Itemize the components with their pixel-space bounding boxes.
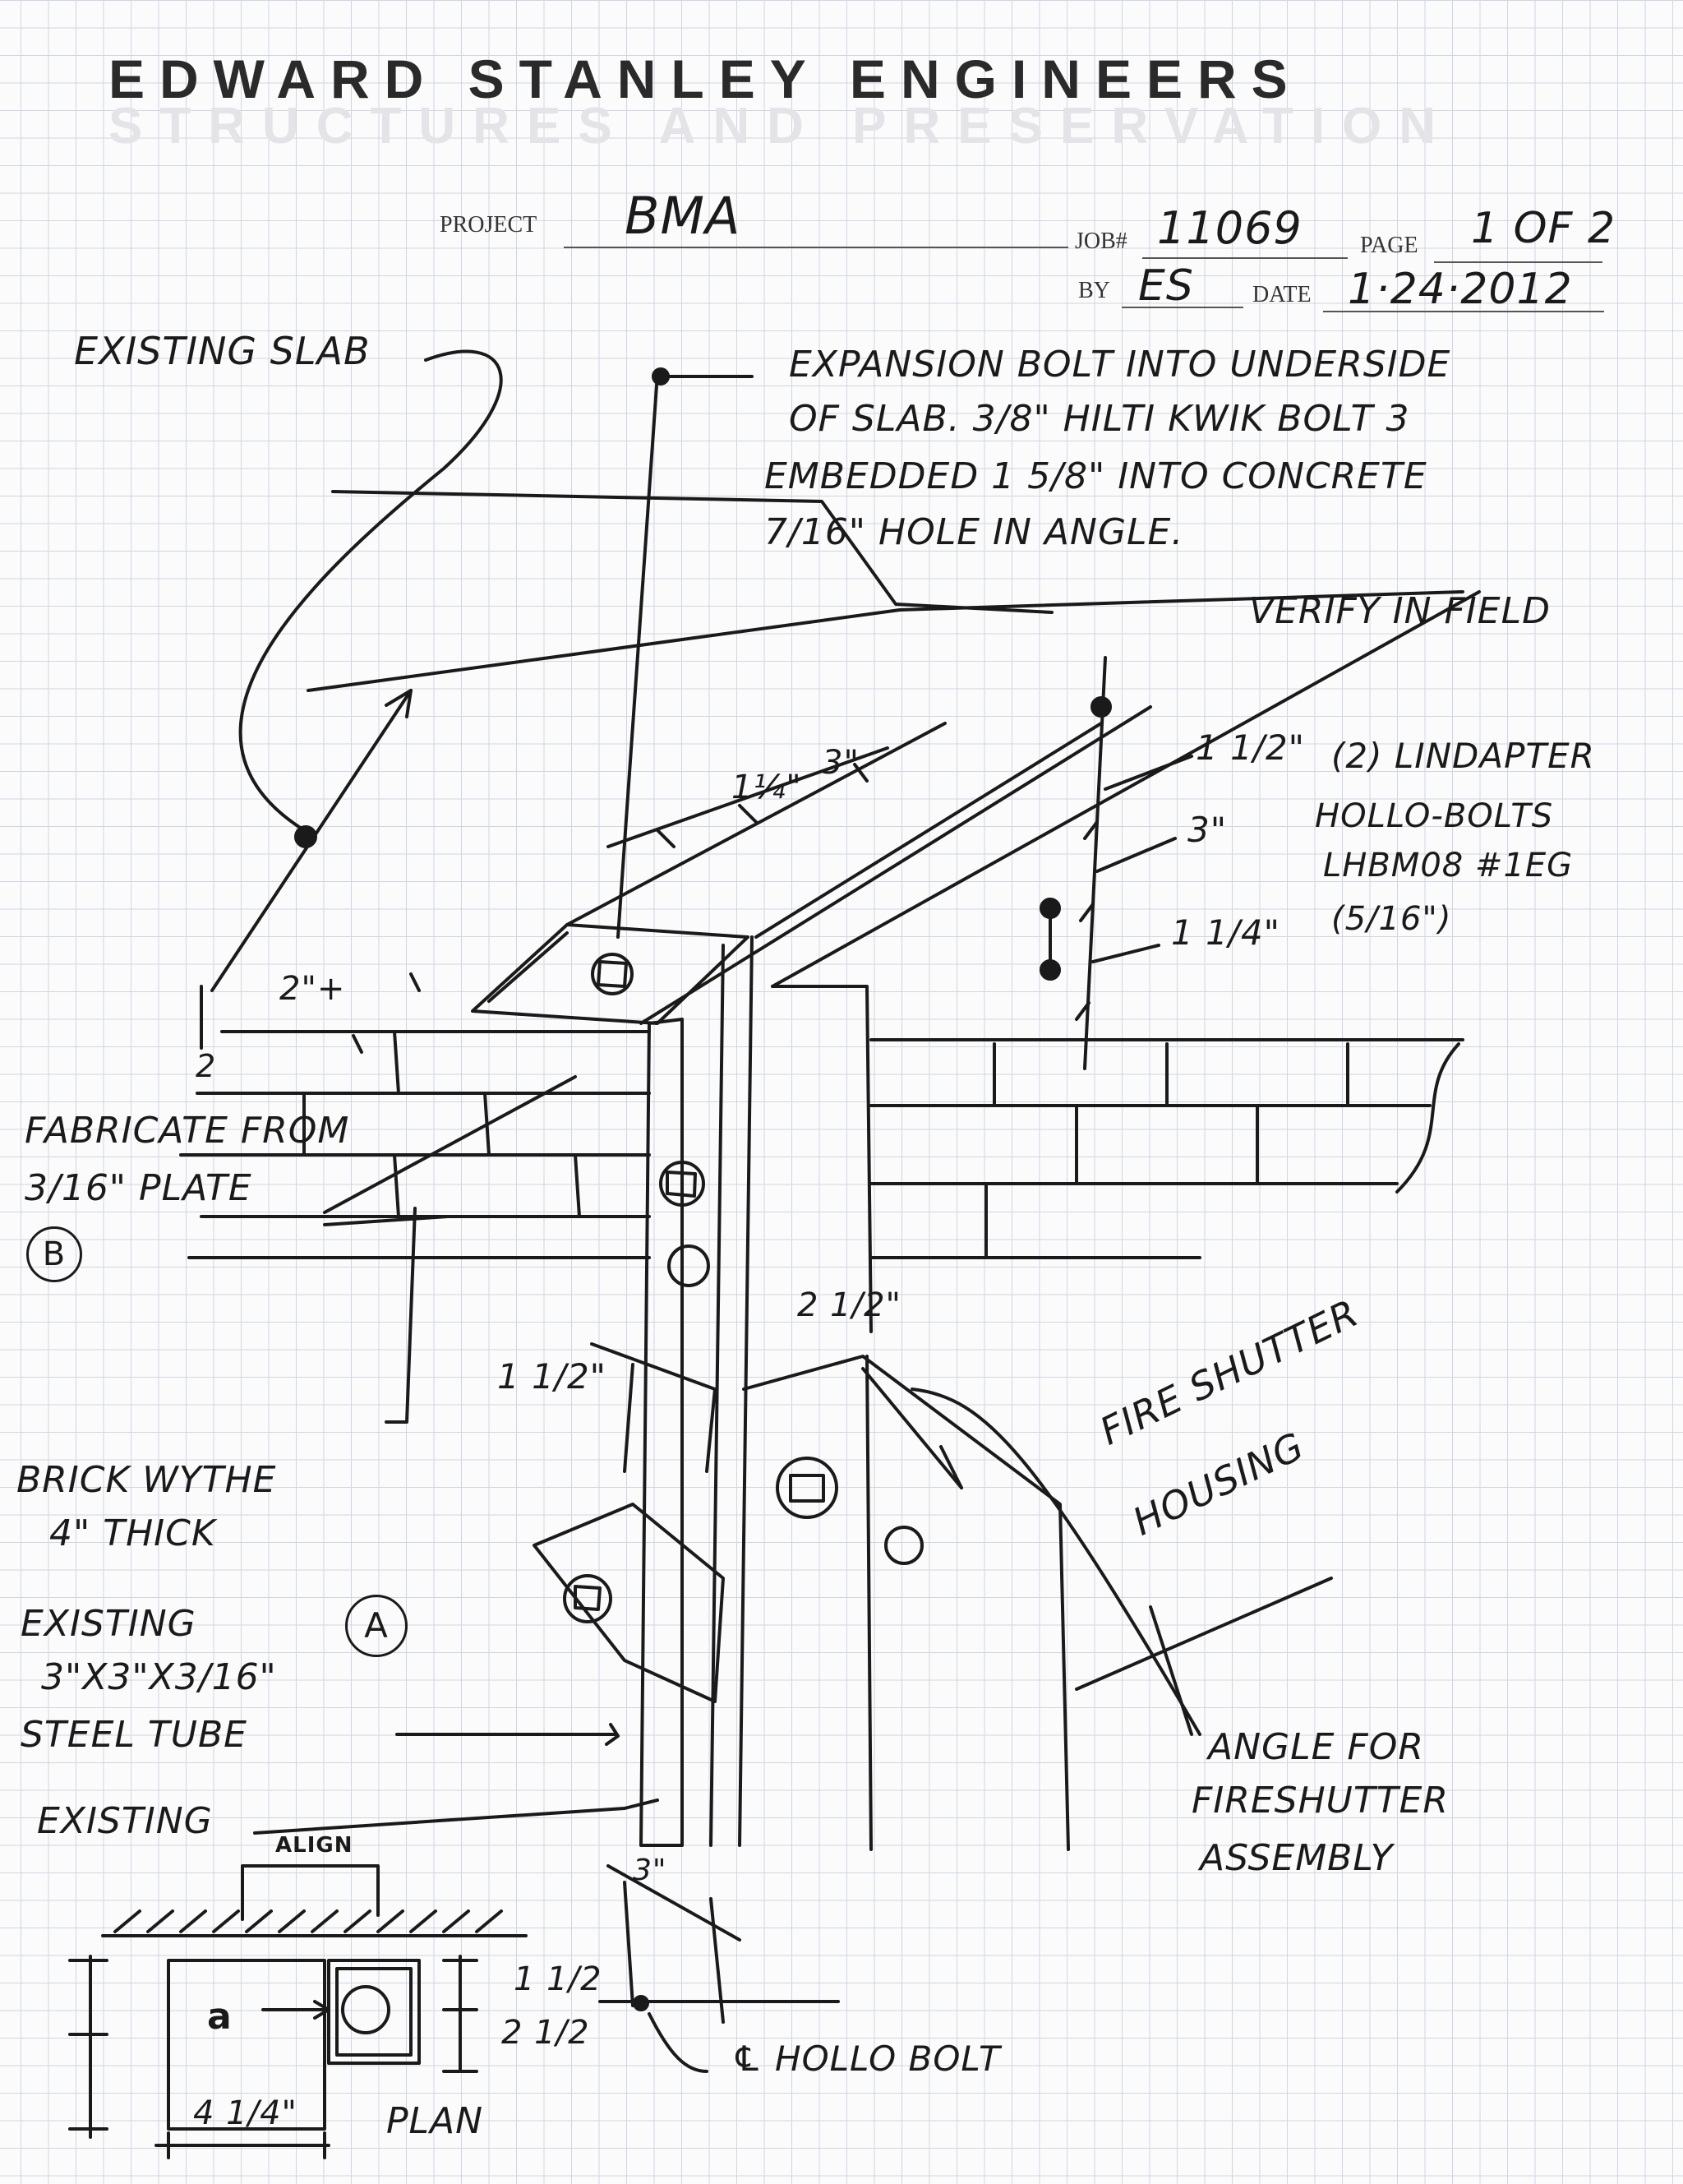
note-existing-slab: EXISTING SLAB (74, 329, 371, 373)
note-expansion-bolt-4: 7/16" HOLE IN ANGLE. (764, 511, 1184, 553)
page-value: 1 OF 2 (1471, 204, 1616, 253)
plan-member-a: a (207, 1996, 233, 2038)
fire-shutter-housing (742, 1355, 1070, 1851)
by-underline (1122, 307, 1243, 308)
slab-line-underside (307, 590, 1464, 692)
dim-plan-2-1-2: 2 1/2 (501, 2014, 590, 2052)
dim-2-1-2: 2 1/2" (797, 1286, 901, 1324)
note-lindapter-4: (5/16") (1331, 900, 1452, 938)
bolt-centerline (616, 372, 659, 939)
plan-view (68, 1864, 840, 2159)
note-expansion-bolt-3: EMBEDDED 1 5/8" INTO CONCRETE (764, 455, 1427, 497)
date-value: 1·24·2012 (1348, 265, 1573, 314)
note-expansion-bolt-2: OF SLAB. 3/8" HILTI KWIK BOLT 3 (789, 398, 1410, 440)
tag-a: A (345, 1595, 408, 1657)
note-existing: EXISTING (37, 1800, 213, 1842)
dim-3-right: 3" (1187, 810, 1228, 850)
project-value: BMA (625, 186, 741, 246)
note-hollo-centerline: ℄ HOLLO BOLT (731, 2039, 1001, 2079)
brick-wythe-left (179, 1030, 651, 1259)
plate-b (533, 1503, 725, 1703)
by-value: ES (1138, 261, 1194, 311)
dim-3-bottom: 3" (633, 1854, 667, 1887)
dim-1-1-2-left: 1 1/2" (497, 1356, 606, 1397)
dim-plan-4-1-4: 4 1/4" (193, 2094, 297, 2132)
note-tube-3: STEEL TUBE (21, 1714, 247, 1756)
date-label: DATE (1252, 282, 1312, 307)
angle-edges (565, 590, 1481, 1025)
page-label: PAGE (1360, 233, 1418, 258)
note-lindapter-3: LHBM08 #1EG (1323, 847, 1574, 884)
firm-name: EDWARD STANLEY ENGINEERS (108, 48, 1303, 109)
tag-b: B (26, 1226, 82, 1282)
note-angle-1: ANGLE FOR (1208, 1726, 1424, 1768)
page-underline (1434, 261, 1602, 263)
dim-1-1-4-top: 1¼" (731, 769, 802, 806)
right-dim-line (1083, 656, 1107, 1070)
job-value: 11069 (1157, 202, 1303, 254)
brick-wythe-right (869, 1038, 1464, 1259)
steel-tube (639, 1018, 684, 1847)
dim-2-plus: 2"+ (279, 970, 346, 1008)
job-underline (1142, 257, 1348, 259)
note-lindapter-1: (2) LINDAPTER (1331, 736, 1595, 776)
project-label: PROJECT (440, 212, 537, 238)
note-angle-3: ASSEMBLY (1200, 1837, 1394, 1879)
dim-1-1-4-right: 1 1/4" (1171, 912, 1280, 953)
top-angle-plate (471, 923, 749, 1025)
job-label: JOB# (1075, 229, 1127, 254)
by-label: BY (1078, 278, 1110, 303)
note-angle-2: FIRESHUTTER (1192, 1780, 1450, 1822)
hollo-bolt-icon (563, 953, 924, 1623)
dim-1-1-2-right: 1 1/2" (1196, 727, 1305, 768)
dim-3-top: 3" (822, 744, 860, 782)
note-expansion-bolt-1: EXPANSION BOLT INTO UNDERSIDE (789, 344, 1451, 386)
dim-plan-1-1-2: 1 1/2 (514, 1960, 602, 1998)
note-brick-2: 4" THICK (49, 1512, 216, 1554)
date-underline (1323, 311, 1604, 312)
note-verify-in-field: VERIFY IN FIELD (1249, 590, 1551, 632)
note-align: ALIGN (275, 1833, 353, 1858)
plan-label: PLAN (386, 2100, 484, 2142)
dim-2: 2 (196, 1048, 217, 1084)
note-lindapter-2: HOLLO-BOLTS (1315, 797, 1554, 835)
note-tube-2: 3"X3"X3/16" (41, 1656, 277, 1698)
project-underline (564, 247, 1068, 248)
note-brick-1: BRICK WYTHE (16, 1459, 277, 1501)
note-fabricate-2: 3/16" PLATE (25, 1167, 252, 1209)
firm-tagline: STRUCTURES AND PRESERVATION (108, 98, 1454, 155)
slab-leader-loop (238, 349, 503, 832)
note-fabricate-1: FABRICATE FROM (25, 1110, 350, 1152)
note-tube-1: EXISTING (21, 1603, 196, 1645)
